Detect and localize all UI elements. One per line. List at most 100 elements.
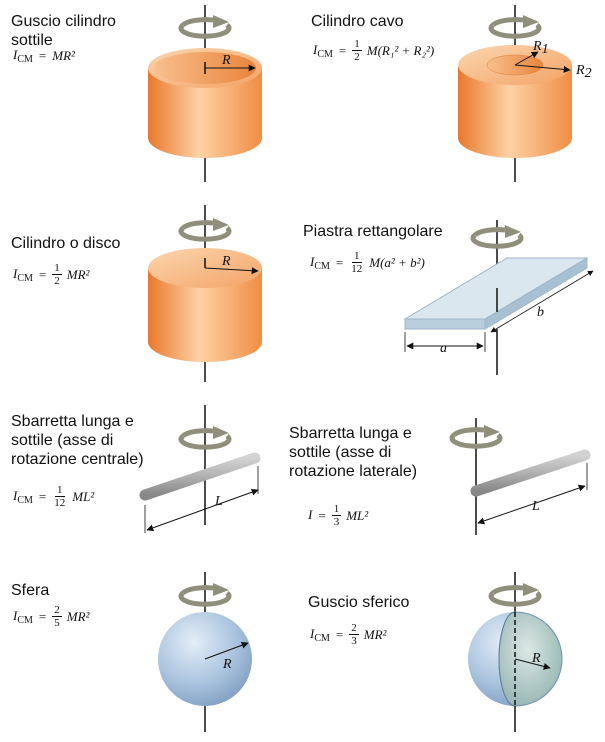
formula-lhs: I bbox=[308, 506, 313, 522]
shell-cutaway bbox=[498, 611, 563, 707]
fraction-numerator: 2 bbox=[52, 604, 62, 617]
formula-lhs-subscript: CM bbox=[17, 494, 33, 506]
spherical-shell-figure: R bbox=[468, 572, 563, 732]
solid-cylinder-figure: R bbox=[148, 205, 262, 382]
outer-radius-arrow bbox=[514, 64, 571, 73]
dimension-b-label: b bbox=[537, 305, 544, 320]
fraction-denominator: 2 bbox=[354, 51, 360, 63]
formula-lhs-subscript: CM bbox=[17, 272, 33, 284]
fraction-numerator: 1 bbox=[52, 262, 62, 275]
formula-lhs-subscript: CM bbox=[314, 632, 330, 644]
radius-arrow bbox=[204, 641, 249, 660]
length-label: L bbox=[531, 499, 540, 514]
fraction-numerator: 1 bbox=[331, 503, 342, 516]
formula-rhs: ML² bbox=[72, 488, 95, 504]
radius-arrow bbox=[204, 267, 259, 275]
formula-lhs-subscript: CM bbox=[314, 260, 330, 272]
fraction-numerator: 1 bbox=[352, 38, 362, 51]
radius-label: R bbox=[221, 254, 231, 269]
equals-sign: = bbox=[38, 608, 47, 624]
title-rod-end: Sbarretta lunga e sottile (asse di rotaz… bbox=[289, 425, 418, 480]
title-rod-center: Sbarretta lunga e sottile (asse di rotaz… bbox=[11, 413, 144, 468]
fraction-denominator: 3 bbox=[351, 635, 357, 647]
rod-end-figure: L bbox=[452, 418, 591, 535]
formula-lhs-subscript: CM bbox=[317, 48, 333, 60]
equals-sign: = bbox=[335, 254, 344, 270]
length-arrow bbox=[477, 484, 586, 525]
rectangular-plate-figure: a b bbox=[403, 220, 594, 375]
cylinder-body bbox=[458, 65, 572, 158]
formula-rhs: M(R₁² + R₂²) bbox=[366, 42, 435, 58]
title-cylinder-disk: Cilindro o disco bbox=[11, 235, 121, 252]
title-thin-cylinder-shell: Guscio cilindro sottile bbox=[11, 13, 116, 49]
formula-lhs: I bbox=[310, 253, 315, 269]
formula-rhs: M(a² + b²) bbox=[369, 254, 425, 270]
formula-lhs: I bbox=[313, 41, 318, 57]
formula-lhs-subscript: CM bbox=[17, 54, 33, 65]
cylinder-body bbox=[148, 68, 262, 158]
equals-sign: = bbox=[38, 266, 47, 282]
formula-lhs: I bbox=[13, 265, 18, 281]
formula-rhs: MR² bbox=[66, 266, 90, 282]
rod-center-figure: L bbox=[139, 405, 261, 533]
rod bbox=[139, 452, 261, 501]
equals-sign: = bbox=[38, 488, 47, 504]
fraction-numerator: 2 bbox=[349, 622, 359, 635]
formula-thin-cylinder-shell: ICM = MR² bbox=[13, 47, 75, 65]
radius-label: R bbox=[221, 53, 231, 68]
plate-front-face bbox=[404, 318, 486, 330]
inner-radius-arrow bbox=[514, 51, 539, 66]
formula-rhs: ML² bbox=[346, 507, 369, 523]
title-spherical-shell: Guscio sferico bbox=[308, 594, 410, 611]
fraction-denominator: 12 bbox=[54, 497, 66, 509]
equals-sign: = bbox=[318, 507, 326, 523]
radius-arrow bbox=[514, 658, 551, 670]
radius-label: R bbox=[531, 651, 541, 666]
radius-label: R bbox=[222, 657, 232, 672]
dimension-b-arrow bbox=[490, 270, 594, 333]
inner-radius-label: R1 bbox=[532, 39, 549, 57]
fraction-denominator: 5 bbox=[54, 617, 60, 629]
dimension-a-label: a bbox=[440, 341, 447, 356]
equals-sign: = bbox=[38, 48, 47, 63]
fraction-denominator: 2 bbox=[54, 275, 60, 287]
fraction-numerator: 1 bbox=[352, 250, 362, 263]
formula-lhs: I bbox=[13, 607, 18, 623]
formula-lhs: I bbox=[310, 625, 315, 641]
title-rectangular-plate: Piastra rettangolare bbox=[303, 223, 443, 240]
outer-radius-label: R2 bbox=[575, 63, 592, 81]
title-solid-sphere: Sfera bbox=[11, 582, 50, 599]
solid-sphere-figure: R bbox=[158, 572, 252, 732]
thin-cylinder-shell-figure: R bbox=[148, 5, 262, 182]
formula-lhs: I bbox=[13, 487, 18, 503]
formula-rhs: MR² bbox=[52, 48, 75, 63]
formula-rhs: MR² bbox=[363, 626, 387, 642]
plate-top-face bbox=[403, 257, 589, 320]
hollow-cylinder-figure: R1 R2 bbox=[458, 5, 592, 182]
formula-lhs-subscript: CM bbox=[17, 614, 33, 626]
length-label: L bbox=[214, 494, 223, 509]
equals-sign: = bbox=[335, 626, 344, 642]
formula-rhs: MR² bbox=[66, 608, 90, 624]
cylinder-body bbox=[148, 268, 262, 362]
equals-sign: = bbox=[338, 42, 347, 58]
fraction-denominator: 12 bbox=[351, 263, 363, 275]
fraction-numerator: 1 bbox=[55, 484, 65, 497]
length-arrow bbox=[146, 488, 259, 532]
title-hollow-cylinder: Cilindro cavo bbox=[311, 13, 404, 30]
